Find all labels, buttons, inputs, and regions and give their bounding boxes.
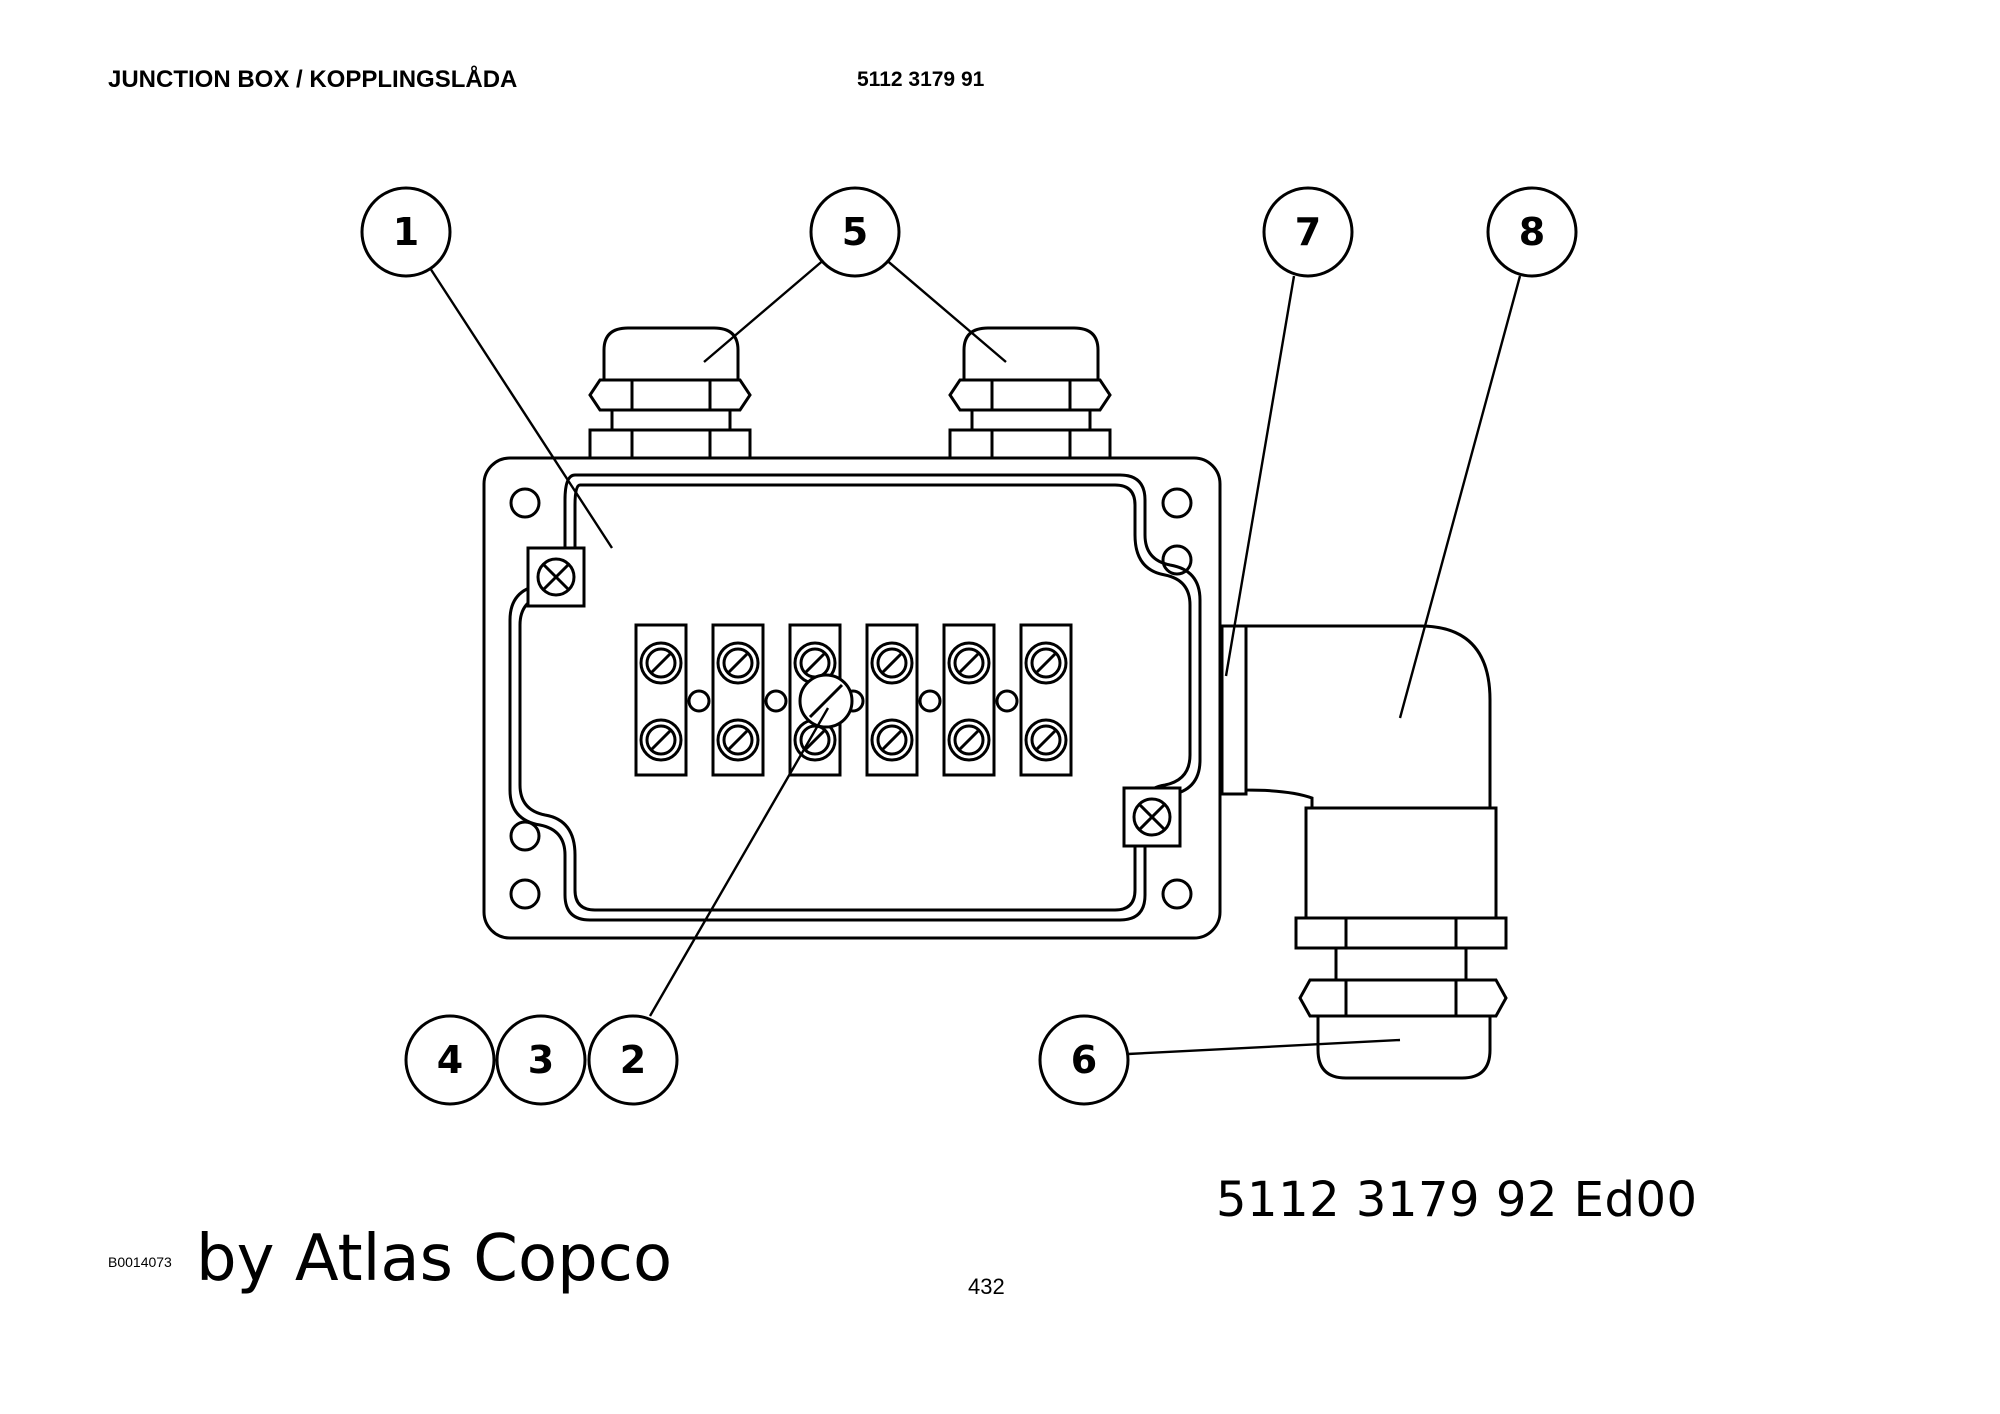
brand-text: by Atlas Copco [196, 1222, 673, 1296]
terminal-screw [639, 718, 683, 762]
callout-4: 4 [404, 1014, 496, 1106]
terminal-screw-slot [804, 729, 826, 751]
terminal-screw [947, 641, 991, 685]
terminal-screw-slot [1035, 652, 1057, 674]
callout-6: 6 [1038, 1014, 1130, 1106]
callout-number: 7 [1295, 210, 1321, 254]
terminal-link-hole [687, 689, 711, 713]
terminal-screw [1024, 641, 1068, 685]
terminal-screw-slot [958, 652, 980, 674]
terminal-screw-head [722, 647, 754, 679]
terminal-screw-slot [958, 729, 980, 751]
document-reference: 5112 3179 92 Ed00 [1216, 1172, 1698, 1228]
terminal-block [634, 623, 1073, 777]
terminal-screw [716, 718, 760, 762]
terminal-screw-head [645, 724, 677, 756]
callout-5: 5 [809, 186, 901, 278]
callout-number: 5 [842, 210, 868, 254]
terminal-screw-head [1030, 724, 1062, 756]
leader-lines [428, 257, 1522, 1056]
angle-cable-gland [1220, 624, 1508, 1080]
page-number: 432 [968, 1274, 1005, 1299]
callout-1: 1 [360, 186, 452, 278]
terminal-screw-head [953, 724, 985, 756]
terminal-screw-slot [881, 652, 903, 674]
image-reference: B0014073 [108, 1254, 172, 1270]
top-cable-gland-right [948, 326, 1112, 462]
terminal-screw-head [953, 647, 985, 679]
terminal-screw [947, 718, 991, 762]
terminal-screw-head [876, 724, 908, 756]
callout-number: 1 [393, 210, 419, 254]
callout-number: 4 [437, 1038, 463, 1082]
terminal-link-hole [764, 689, 788, 713]
terminal-screw-head [722, 724, 754, 756]
terminal-screw-head [1030, 647, 1062, 679]
terminal-screw-slot [1035, 729, 1057, 751]
terminal-screw-slot [804, 652, 826, 674]
terminal-screw-slot [650, 652, 672, 674]
terminal-screw [870, 641, 914, 685]
terminal-screw-slot [881, 729, 903, 751]
terminal-screw [716, 641, 760, 685]
callout-2: 2 [587, 1014, 679, 1106]
callout-3: 3 [495, 1014, 587, 1106]
callout-number: 2 [620, 1038, 646, 1082]
terminal-screw-slot [727, 729, 749, 751]
callout-number: 8 [1519, 210, 1545, 254]
terminal-screw-head [645, 647, 677, 679]
top-cable-gland-left [588, 326, 752, 462]
terminal-screw [1024, 718, 1068, 762]
terminal-screw-slot [727, 652, 749, 674]
terminal-screw-head [876, 647, 908, 679]
part-number: 5112 3179 91 [857, 68, 985, 91]
terminal-screw [639, 641, 683, 685]
callout-number: 3 [528, 1038, 554, 1082]
terminal-link-hole [995, 689, 1019, 713]
callout-7: 7 [1262, 186, 1354, 278]
callout-8: 8 [1486, 186, 1578, 278]
page-title: JUNCTION BOX / KOPPLINGSLÅDA [108, 66, 518, 93]
center-screw-slot [808, 683, 844, 719]
terminal-link-hole [918, 689, 942, 713]
terminal-screw-slot [650, 729, 672, 751]
terminal-screw [870, 718, 914, 762]
callout-number: 6 [1071, 1038, 1097, 1082]
